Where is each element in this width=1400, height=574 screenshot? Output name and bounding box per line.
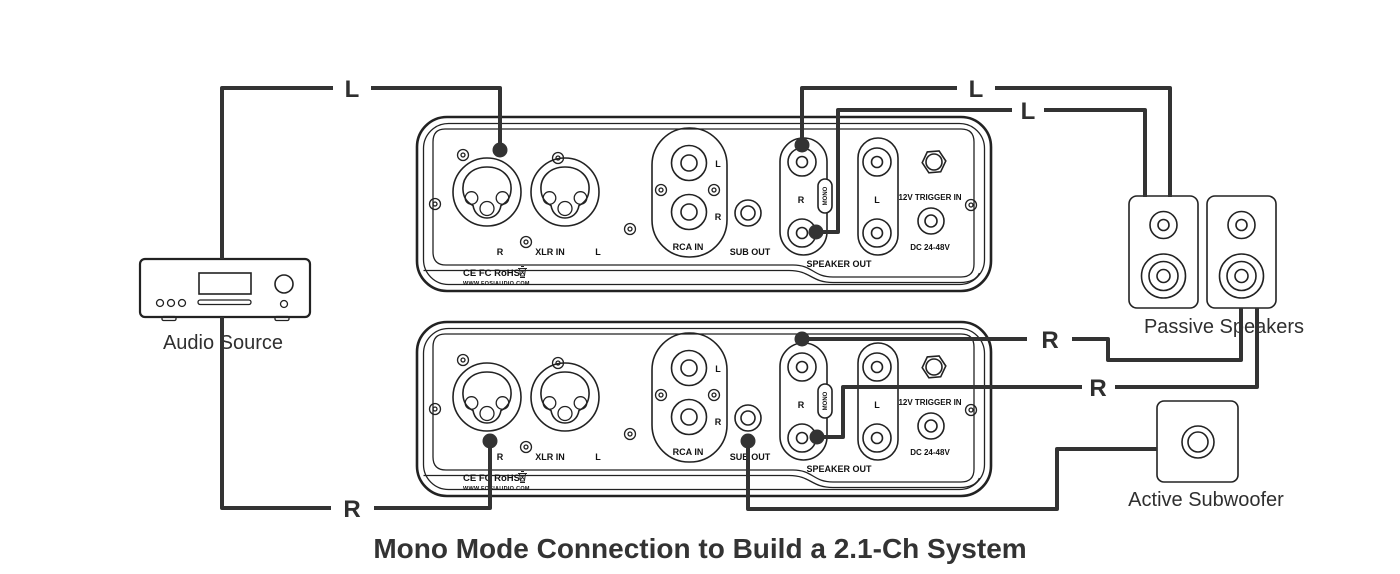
- wire-subout-to-subwoofer: [746, 441, 1157, 511]
- connection-dot: [808, 224, 824, 240]
- source-knob: [274, 274, 294, 294]
- connection-dot: [492, 142, 508, 158]
- connection-dot: [740, 433, 756, 449]
- wire-label-r-amp2-neg: R: [1089, 375, 1106, 402]
- wire-label-l-amp1-neg: L: [1021, 98, 1036, 125]
- wire-amp1-pos-to-left-speaker: [800, 86, 1172, 197]
- source-foot: [274, 315, 290, 322]
- passive-speakers-label: Passive Speakers: [1144, 316, 1304, 338]
- amplifier-bottom: [417, 322, 991, 496]
- wire-label-r-source: R: [343, 496, 360, 523]
- subwoofer-port-icon: [1181, 425, 1215, 459]
- connection-dot: [809, 429, 825, 445]
- source-button: [155, 298, 165, 308]
- source-button: [279, 299, 289, 309]
- passive-speakers: Passive Speakers: [1128, 195, 1304, 338]
- source-disc-slot: [197, 299, 252, 306]
- wire-label-l-amp1-pos: L: [969, 76, 984, 103]
- source-foot: [161, 315, 177, 322]
- connection-dot: [482, 433, 498, 449]
- wire-source-left-to-amp1: [220, 86, 502, 259]
- wire-amp2-pos-to-right-speaker: [802, 308, 1243, 362]
- active-subwoofer: Active Subwoofer: [1128, 400, 1284, 511]
- active-subwoofer-label: Active Subwoofer: [1128, 489, 1284, 511]
- passive-speaker-right: [1206, 195, 1277, 309]
- connection-dot: [794, 331, 810, 347]
- wire-amp2-neg-to-right-speaker: [817, 308, 1259, 439]
- amplifier-top: [417, 117, 991, 291]
- audio-source: Audio Source: [138, 257, 312, 354]
- diagram-title: Mono Mode Connection to Build a 2.1-Ch S…: [373, 533, 1026, 564]
- passive-speaker-left: [1128, 195, 1199, 309]
- source-button: [177, 298, 187, 308]
- wire-source-right-to-amp2: [220, 317, 492, 510]
- wire-amp1-neg-to-left-speaker: [816, 108, 1147, 234]
- source-display: [198, 272, 252, 295]
- connection-dot: [794, 137, 810, 153]
- wire-label-r-amp2-pos: R: [1041, 327, 1058, 354]
- wire-label-l-source: L: [345, 76, 360, 103]
- source-button: [166, 298, 176, 308]
